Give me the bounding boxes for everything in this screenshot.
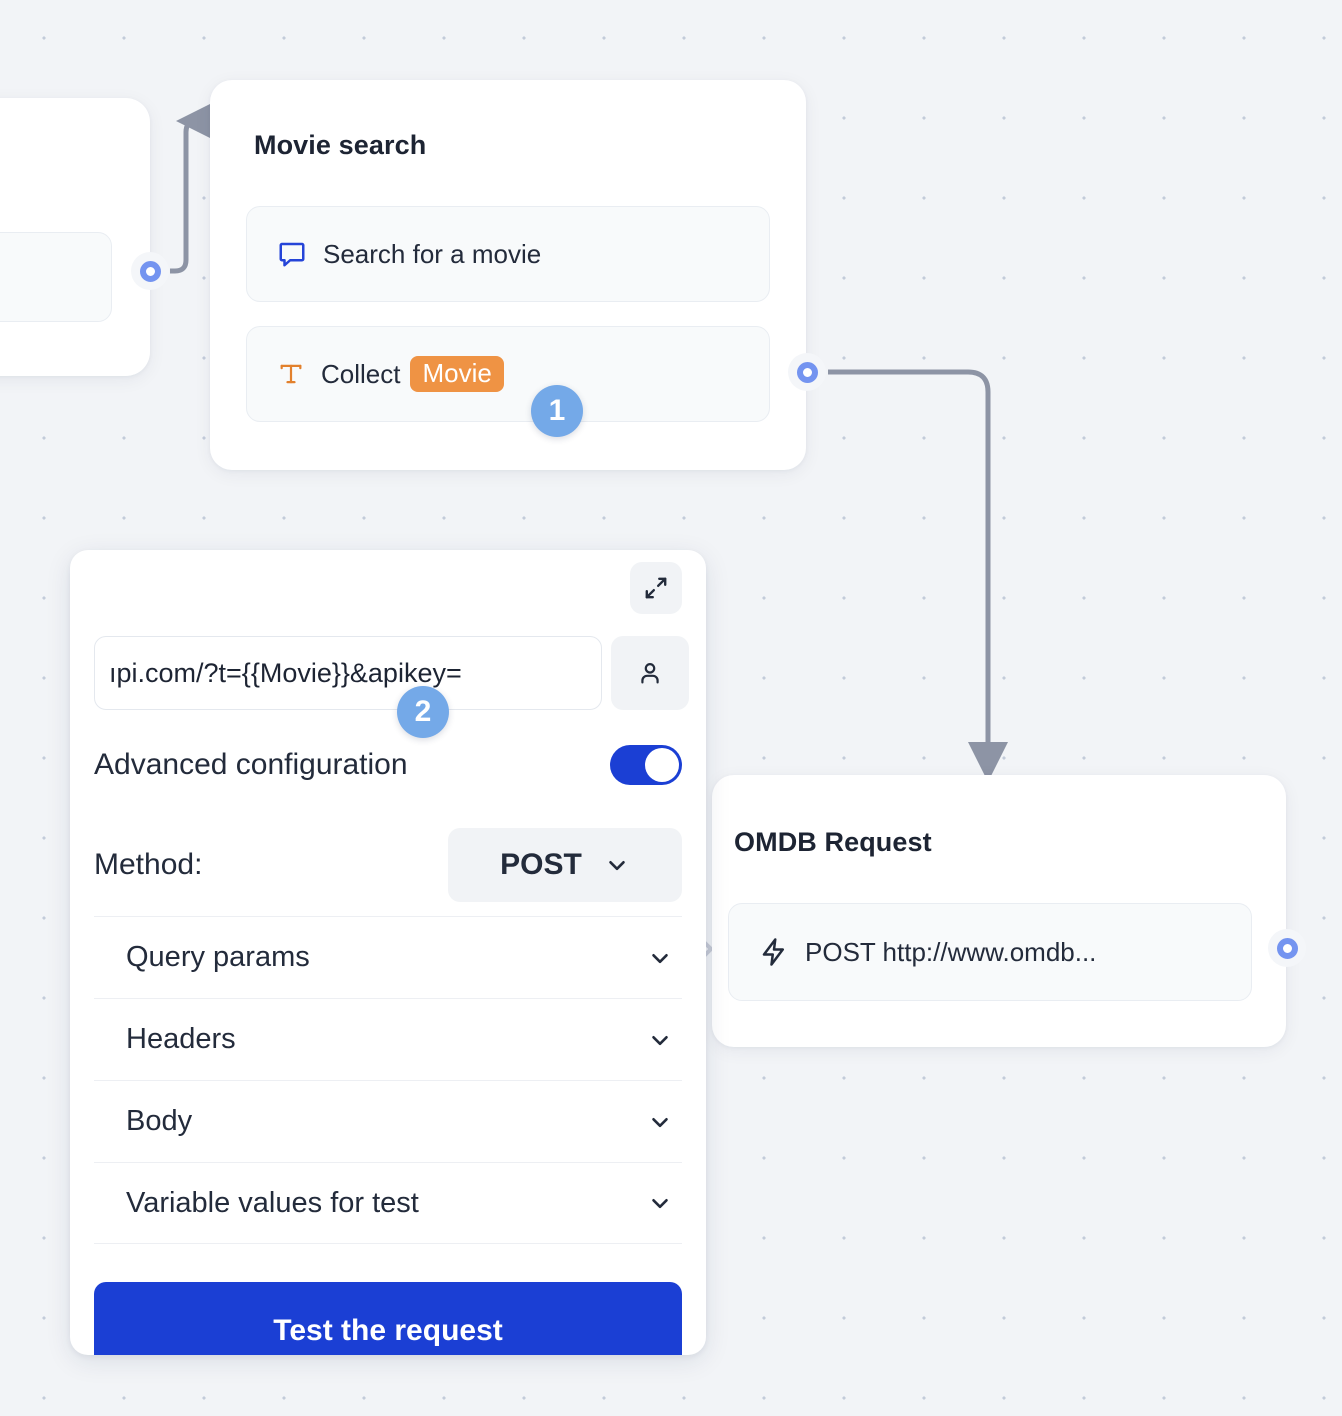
chevron-down-icon[interactable] (647, 1190, 673, 1216)
expand-diagonal-icon (643, 575, 669, 601)
lightning-bolt-icon (759, 937, 789, 967)
person-icon (636, 659, 664, 687)
edge-prev-to-movie-search (170, 101, 216, 274)
handle-movie-search-source[interactable] (788, 353, 826, 391)
section-headers[interactable]: Headers (94, 998, 682, 1080)
section-body[interactable]: Body (94, 1080, 682, 1162)
method-select-value: POST (500, 848, 582, 881)
section-headers-label: Headers (126, 1023, 236, 1055)
step-collect-verb: Collect (321, 358, 401, 389)
node-omdb-request-title: OMDB Request (734, 827, 932, 857)
chevron-down-icon[interactable] (647, 945, 673, 971)
node-movie-search-title: Movie search (254, 130, 427, 160)
section-body-label: Body (126, 1105, 193, 1137)
section-variable-values-for-test[interactable]: Variable values for test (94, 1162, 682, 1244)
step-post-omdb-label: POST http://www.omdb... (805, 936, 1097, 967)
handle-previous-source[interactable] (131, 252, 169, 290)
step-search-for-a-movie[interactable]: Search for a movie (246, 206, 770, 302)
chevron-down-icon (604, 852, 630, 878)
request-url-input[interactable] (94, 636, 602, 710)
method-row: Method: POST (94, 828, 682, 902)
test-the-request-button[interactable]: Test the request (94, 1282, 682, 1355)
step-search-for-a-movie-label: Search for a movie (323, 238, 542, 269)
method-select[interactable]: POST (448, 828, 682, 902)
step-collect-movie[interactable]: Collect Movie (246, 326, 770, 422)
chevron-down-icon[interactable] (647, 1027, 673, 1053)
chat-bubble-icon (277, 239, 307, 269)
method-label: Method: (94, 848, 203, 881)
previous-node-step[interactable] (0, 232, 112, 322)
node-previous[interactable] (0, 98, 150, 376)
handle-omdb-request-source[interactable] (1268, 929, 1306, 967)
advanced-configuration-row: Advanced configuration (94, 745, 682, 785)
url-row (94, 636, 689, 710)
request-sections-accordion: Query params Headers Body (94, 916, 682, 1244)
chevron-down-icon[interactable] (647, 1109, 673, 1135)
step-collect-movie-label: Collect Movie (321, 355, 504, 393)
request-config-panel[interactable]: Advanced configuration Method: POST Quer… (70, 550, 706, 1355)
variable-chip-movie[interactable]: Movie (410, 355, 504, 393)
node-omdb-request[interactable]: OMDB Request POST http://www.omdb... (712, 775, 1286, 1047)
expand-panel-button[interactable] (630, 562, 682, 614)
toggle-knob (645, 748, 679, 782)
advanced-configuration-toggle[interactable] (610, 745, 682, 785)
section-query-params[interactable]: Query params (94, 916, 682, 998)
advanced-configuration-label: Advanced configuration (94, 748, 408, 781)
authorization-button[interactable] (611, 636, 689, 710)
section-query-params-label: Query params (126, 941, 310, 973)
step-post-omdb[interactable]: POST http://www.omdb... (728, 903, 1252, 1001)
section-variable-values-for-test-label: Variable values for test (126, 1186, 419, 1219)
edge-movie-search-to-omdb (828, 369, 1008, 782)
callout-badge-1: 1 (531, 385, 583, 437)
node-movie-search[interactable]: Movie search Search for a movie (210, 80, 806, 470)
text-type-icon (277, 360, 305, 388)
callout-badge-2: 2 (397, 686, 449, 738)
